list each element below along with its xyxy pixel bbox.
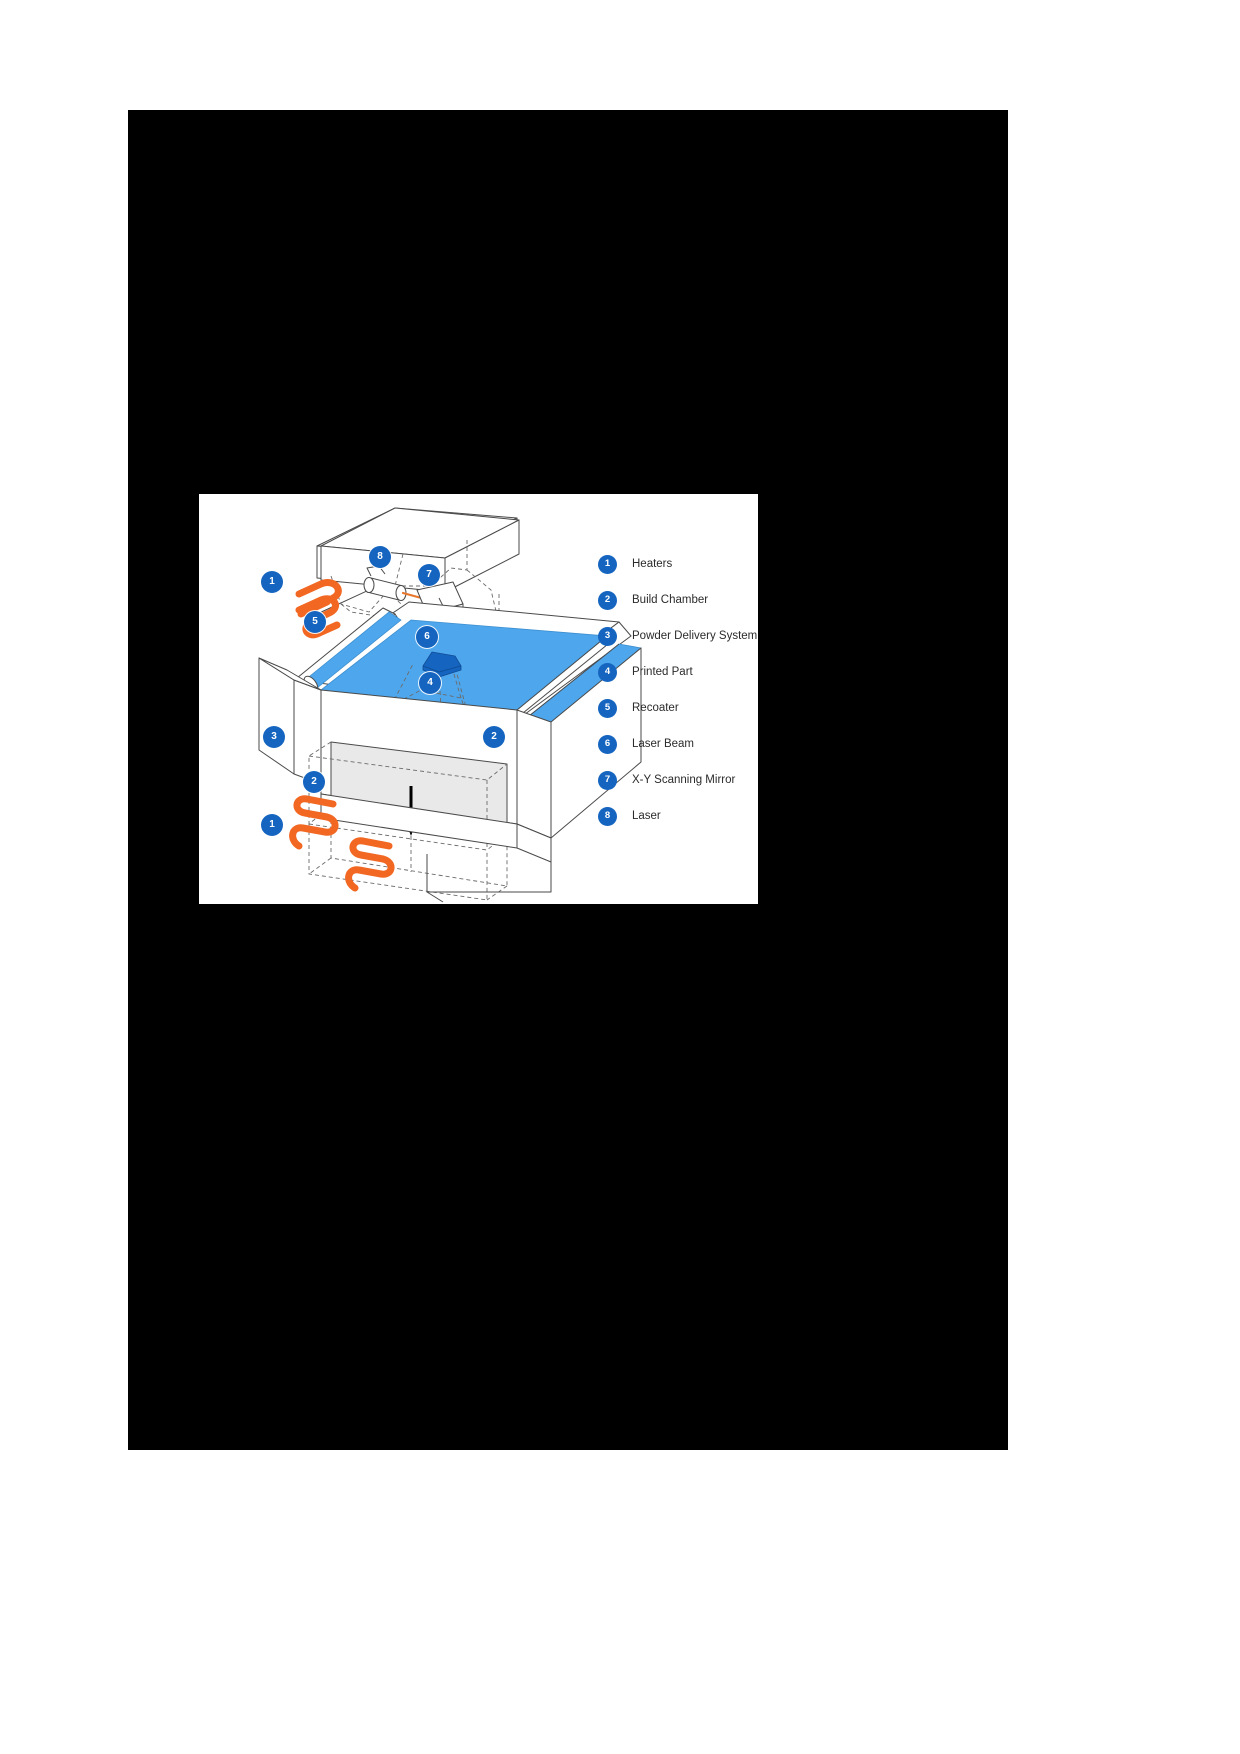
legend-badge-8: 8 — [598, 806, 617, 826]
callout-5-recoater[interactable]: 5 — [304, 611, 326, 633]
legend-label-1: Heaters — [632, 558, 673, 570]
legend-item-laser-beam[interactable]: 6 Laser Beam — [598, 726, 773, 762]
legend-label-2: Build Chamber — [632, 594, 709, 606]
legend-badge-7: 7 — [598, 770, 617, 790]
heater-coil-bottom-left — [289, 795, 339, 850]
callout-7-scanning-mirror[interactable]: 7 — [418, 564, 440, 586]
legend-label-6: Laser Beam — [632, 738, 695, 750]
legend: 1 Heaters 2 Build Chamber 3 Powder Deliv… — [598, 546, 773, 834]
legend-label-4: Printed Part — [632, 666, 693, 678]
callout-1-heaters-bottom[interactable]: 1 — [261, 814, 283, 836]
callout-8-laser[interactable]: 8 — [369, 546, 391, 568]
legend-badge-1: 1 — [598, 554, 617, 574]
legend-label-8: Laser — [632, 810, 661, 822]
legend-badge-6: 6 — [598, 734, 617, 754]
legend-label-7: X-Y Scanning Mirror — [632, 774, 736, 786]
callout-4-printed-part[interactable]: 4 — [419, 672, 441, 694]
callout-3-powder-delivery-left[interactable]: 3 — [263, 726, 285, 748]
callout-3-powder-delivery-right[interactable]: 2 — [483, 726, 505, 748]
legend-label-3: Powder Delivery System — [632, 630, 758, 642]
legend-item-build-chamber[interactable]: 2 Build Chamber — [598, 582, 773, 618]
legend-item-printed-part[interactable]: 4 Printed Part — [598, 654, 773, 690]
sls-printer-diagram: .ln { fill:none; stroke:#4a4a4a; stroke-… — [199, 494, 758, 904]
heater-coil-top-b — [297, 598, 331, 618]
figure-panel: .ln { fill:none; stroke:#4a4a4a; stroke-… — [199, 494, 758, 904]
legend-badge-4: 4 — [598, 662, 617, 682]
legend-item-recoater[interactable]: 5 Recoater — [598, 690, 773, 726]
machine-base — [320, 793, 552, 903]
bed-divider-rails — [516, 635, 620, 717]
legend-item-xy-scanning-mirror[interactable]: 7 X-Y Scanning Mirror — [598, 762, 773, 798]
optics-housing — [316, 507, 520, 615]
legend-item-heaters[interactable]: 1 Heaters — [598, 546, 773, 582]
callout-2-build-chamber[interactable]: 2 — [303, 771, 325, 793]
legend-label-5: Recoater — [632, 702, 679, 714]
legend-badge-3: 3 — [598, 626, 617, 646]
callout-1-heaters-top[interactable]: 1 — [261, 571, 283, 593]
legend-item-powder-delivery-system[interactable]: 3 Powder Delivery System — [598, 618, 773, 654]
legend-badge-2: 2 — [598, 590, 617, 610]
callout-6-laser-beam[interactable]: 6 — [416, 626, 438, 648]
legend-item-laser[interactable]: 8 Laser — [598, 798, 773, 834]
lower-chamber-dashed — [308, 806, 508, 901]
legend-badge-5: 5 — [598, 698, 617, 718]
heater-coil-bottom-right — [345, 837, 395, 892]
